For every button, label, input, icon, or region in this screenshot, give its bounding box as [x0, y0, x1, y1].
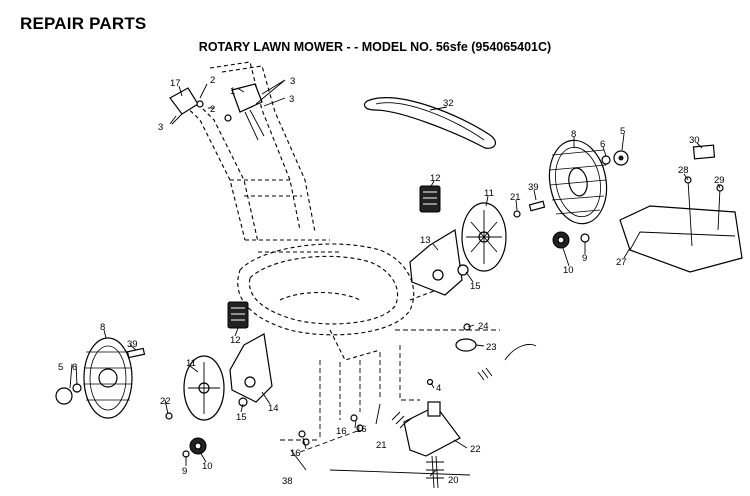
- callout-11: 11: [484, 188, 494, 199]
- callout-2b: 2: [210, 104, 215, 115]
- drive-belt: [364, 97, 497, 149]
- callout-38: 38: [282, 476, 293, 487]
- callout-9: 9: [582, 253, 587, 264]
- drive-shaft-lines: [280, 329, 500, 476]
- callout-17: 17: [170, 78, 181, 89]
- callout-11b: 11: [186, 358, 196, 369]
- callout-12: 12: [430, 173, 441, 184]
- callout-12b: 12: [230, 335, 241, 346]
- callout-14: 14: [268, 403, 279, 414]
- callout-4: 4: [436, 383, 441, 394]
- callout-16c: 16: [356, 424, 367, 435]
- callout-16b: 16: [336, 426, 347, 437]
- drive-wheel-right: [461, 202, 507, 272]
- callout-13: 13: [420, 235, 431, 246]
- control-lever: [224, 83, 265, 141]
- pawl-right: [419, 185, 441, 213]
- callout-39: 39: [528, 182, 539, 193]
- callout-3b: 3: [289, 94, 294, 105]
- callout-15b: 15: [236, 412, 247, 423]
- pulley: [455, 323, 477, 352]
- callout-21b: 22: [160, 396, 171, 407]
- callout-22: 22: [470, 444, 481, 455]
- decal: [692, 144, 716, 160]
- callout-10b: 10: [202, 461, 213, 472]
- callout-8b: 8: [100, 322, 105, 333]
- callout-9b: 9: [182, 466, 187, 477]
- callout-6b: 6: [72, 362, 77, 373]
- callout-23: 23: [486, 342, 497, 353]
- control-bracket-left: [169, 87, 204, 125]
- axle-parts-right: [513, 200, 590, 249]
- callout-6: 6: [600, 139, 605, 150]
- callout-15: 15: [470, 281, 481, 292]
- section-title: REPAIR PARTS: [20, 14, 147, 33]
- leader-lines: [69, 79, 721, 477]
- callout-5: 5: [620, 126, 625, 137]
- spring-and-cable: [391, 343, 537, 429]
- callout-30: 30: [689, 135, 700, 146]
- hubcap-right: [601, 150, 629, 166]
- callout-10: 10: [563, 265, 574, 276]
- callout-8: 8: [571, 129, 576, 140]
- callout-27: 27: [616, 257, 627, 268]
- callout-16: 16: [290, 448, 301, 459]
- callout-3c: 3: [158, 122, 163, 133]
- gear-case-right: [409, 229, 469, 296]
- callout-3: 3: [290, 76, 295, 87]
- skirt-fasteners: [684, 176, 724, 247]
- callout-39b: 39: [127, 339, 138, 350]
- callout-5b: 5: [58, 362, 63, 373]
- callout-18: 20: [448, 475, 459, 486]
- callout-20: 21: [376, 440, 387, 451]
- pawl-left: [227, 301, 249, 329]
- callout-24: 24: [478, 321, 489, 332]
- gear-case-left: [229, 333, 273, 407]
- callout-21: 21: [510, 192, 521, 203]
- rear-skirt: [619, 205, 743, 273]
- callout-29: 29: [714, 175, 725, 186]
- rear-wheel-right: [548, 139, 608, 225]
- rear-wheel-left: [83, 337, 133, 419]
- drive-wheel-left: [165, 355, 225, 458]
- diagram-title: ROTARY LAWN MOWER - - MODEL NO. 56sfe (9…: [198, 40, 552, 54]
- callout-1: 1: [230, 86, 235, 97]
- callout-28: 28: [678, 165, 689, 176]
- callout-32: 32: [443, 98, 454, 109]
- transmission: [403, 401, 461, 489]
- callout-2: 2: [210, 75, 215, 86]
